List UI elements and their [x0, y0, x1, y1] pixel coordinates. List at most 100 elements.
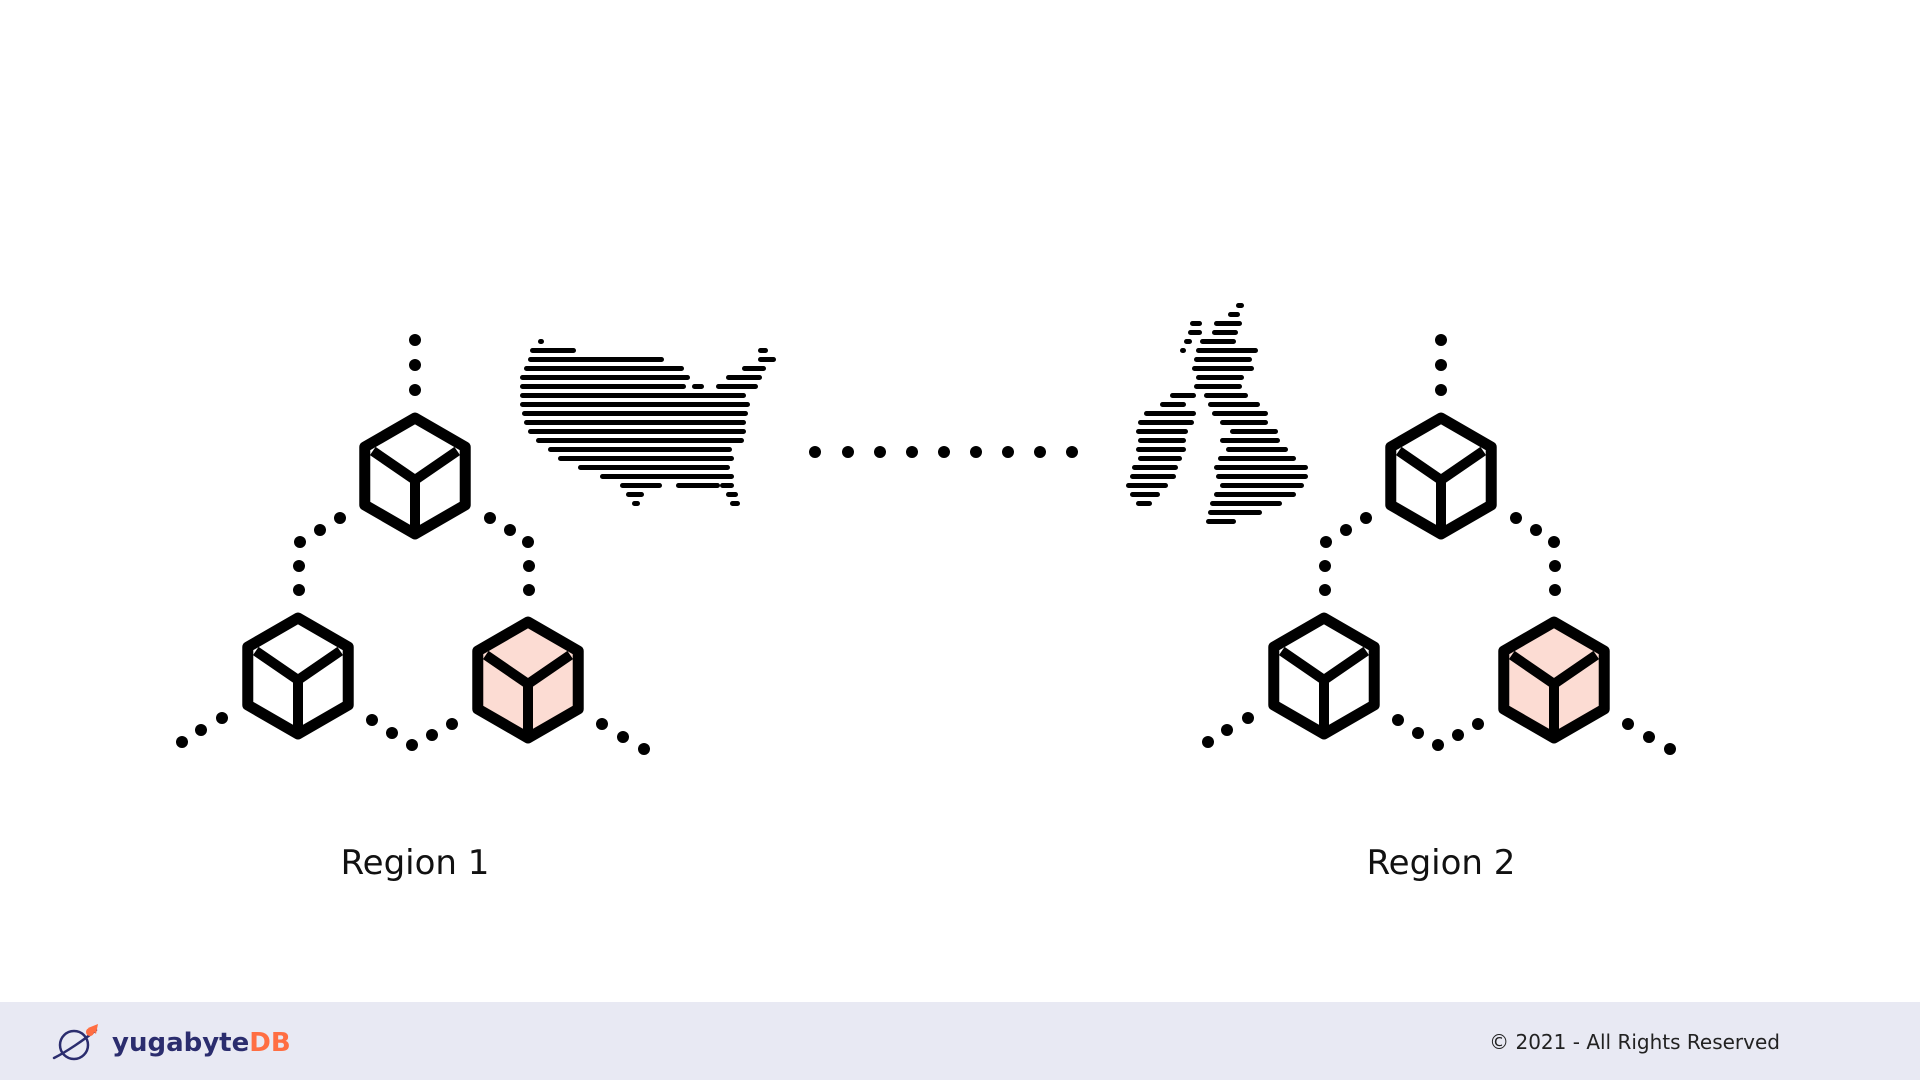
map-stripe — [558, 456, 734, 461]
map-stripe — [520, 384, 686, 389]
map-stripe — [1196, 375, 1244, 380]
link-dot — [216, 712, 228, 724]
map-stripe — [1196, 348, 1258, 353]
map-stripe — [730, 501, 740, 506]
link-dot — [366, 714, 378, 726]
link-dot — [1412, 727, 1424, 739]
link-dot — [293, 560, 305, 572]
map-stripe — [1194, 357, 1252, 362]
map-stripe — [1236, 303, 1244, 308]
link-dot — [1435, 359, 1447, 371]
link-dot — [874, 446, 886, 458]
map-stripe — [1214, 321, 1242, 326]
link-dot — [1664, 743, 1676, 755]
map-stripe — [758, 348, 768, 353]
link-dot — [617, 731, 629, 743]
link-dot — [409, 359, 421, 371]
region-1-cluster — [176, 334, 650, 755]
map-stripe — [1130, 492, 1160, 497]
link-dot — [504, 524, 516, 536]
link-dot — [1319, 560, 1331, 572]
map-stripe — [620, 483, 662, 488]
map-stripe — [1144, 411, 1196, 416]
map-stripe — [1130, 474, 1176, 479]
link-dot — [1034, 446, 1046, 458]
link-dot — [1548, 536, 1560, 548]
link-dot — [446, 718, 458, 730]
link-dot — [1549, 584, 1561, 596]
link-dot — [523, 560, 535, 572]
link-dot — [1435, 384, 1447, 396]
copyright-text: © 2021 - All Rights Reserved — [1489, 1030, 1780, 1054]
link-dot — [596, 718, 608, 730]
link-dot — [426, 729, 438, 741]
link-dot — [386, 727, 398, 739]
map-stripe — [528, 357, 664, 362]
map-stripe — [1230, 429, 1278, 434]
uk-map-icon — [1126, 303, 1308, 524]
map-stripe — [1136, 501, 1152, 506]
map-stripe — [548, 447, 732, 452]
map-stripe — [1208, 402, 1260, 407]
link-dot — [195, 724, 207, 736]
link-dot — [1432, 739, 1444, 751]
node-cube-left — [242, 612, 354, 740]
link-dot — [406, 739, 418, 751]
link-dot — [294, 536, 306, 548]
region-2-label: Region 2 — [1366, 843, 1516, 883]
map-stripe — [692, 384, 704, 389]
map-stripe — [1138, 420, 1194, 425]
map-stripe — [676, 483, 720, 488]
link-dot — [176, 736, 188, 748]
link-dot — [1435, 334, 1447, 346]
link-dot — [1643, 731, 1655, 743]
link-dot — [1472, 718, 1484, 730]
map-stripe — [578, 465, 730, 470]
node-cube-top — [359, 412, 471, 540]
map-stripe — [626, 492, 644, 497]
map-stripe — [1214, 465, 1308, 470]
link-dot — [1320, 536, 1332, 548]
map-stripe — [1220, 420, 1268, 425]
link-dot — [1340, 524, 1352, 536]
map-stripe — [1188, 330, 1202, 335]
region-2-cluster — [1202, 334, 1676, 755]
node-cube-top — [1385, 412, 1497, 540]
map-stripe — [1126, 483, 1168, 488]
link-dot — [1202, 736, 1214, 748]
map-stripe — [520, 393, 746, 398]
map-stripe — [1136, 429, 1188, 434]
map-stripe — [520, 402, 750, 407]
map-stripe — [632, 501, 640, 506]
map-stripe — [1216, 474, 1308, 479]
map-stripe — [538, 339, 544, 344]
yugabytedb-logo: yugabyteDB — [50, 1022, 291, 1064]
link-dot — [1319, 584, 1331, 596]
link-dot — [1549, 560, 1561, 572]
map-stripe — [1200, 339, 1236, 344]
map-stripe — [600, 474, 734, 479]
link-dot — [638, 743, 650, 755]
map-stripe — [716, 384, 758, 389]
link-dot — [970, 446, 982, 458]
map-stripe — [522, 411, 748, 416]
map-stripe — [1210, 501, 1282, 506]
footer: yugabyteDB © 2021 - All Rights Reserved — [0, 1002, 1920, 1080]
map-stripe — [524, 366, 684, 371]
link-dot — [1002, 446, 1014, 458]
map-stripe — [524, 420, 746, 425]
node-cube-left — [1268, 612, 1380, 740]
map-stripe — [1228, 312, 1240, 317]
map-stripe — [1136, 447, 1186, 452]
map-stripe — [520, 375, 690, 380]
map-stripe — [1138, 438, 1186, 443]
link-dot — [1066, 446, 1078, 458]
link-dot — [842, 446, 854, 458]
link-dot — [293, 584, 305, 596]
map-stripe — [1204, 393, 1248, 398]
map-stripe — [1212, 330, 1238, 335]
map-stripe — [742, 366, 766, 371]
inter-region-link — [809, 446, 1078, 458]
link-dot — [1510, 512, 1522, 524]
leader-cube — [472, 616, 584, 744]
